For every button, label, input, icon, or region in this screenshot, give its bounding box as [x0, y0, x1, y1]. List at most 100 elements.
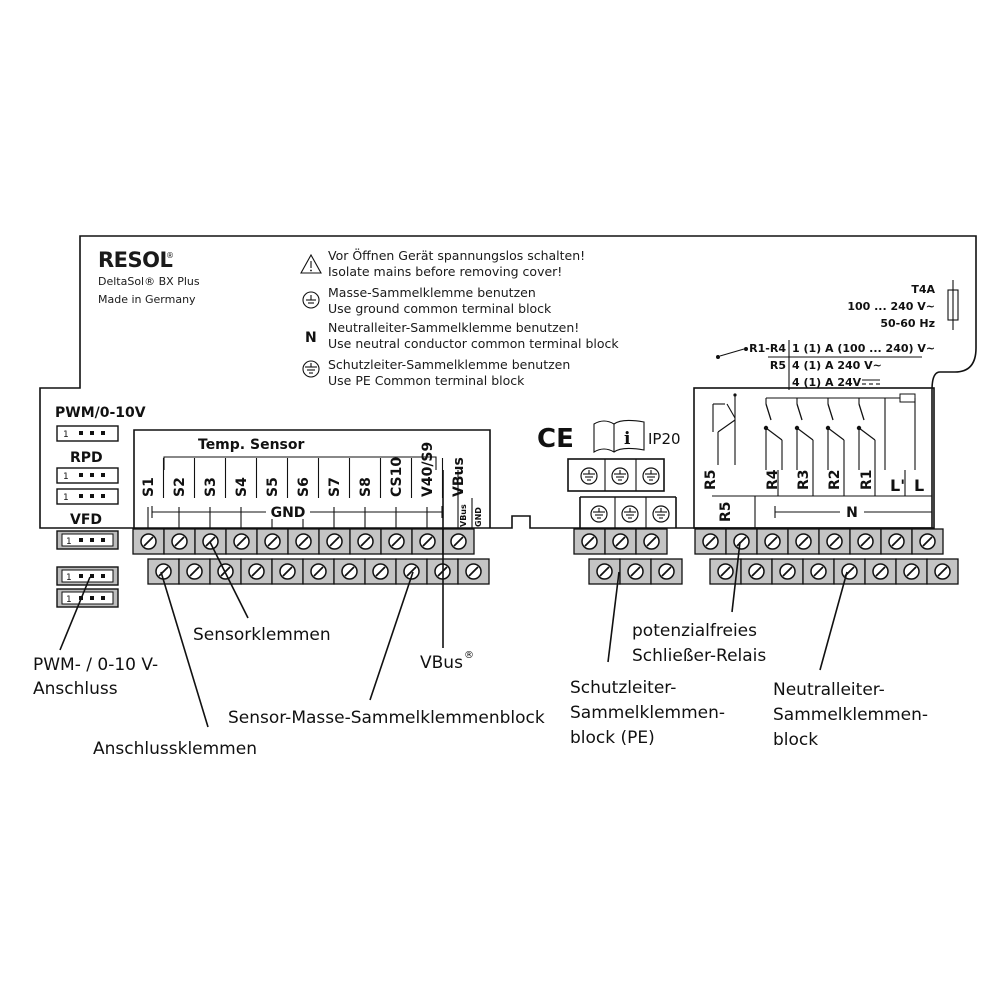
pe-top-icons — [580, 459, 660, 491]
relay-terminal-top-1[interactable] — [694, 528, 727, 555]
relay-label-l-prime: L' — [890, 476, 905, 495]
callout-vbus-mark: ® — [464, 650, 474, 661]
sensor-terminal-bottom-2[interactable] — [178, 558, 211, 585]
relay-terminal-top-8[interactable] — [911, 528, 944, 555]
relay-terminal-bottom-8[interactable] — [926, 558, 959, 585]
notice-4-line2: Use PE Common terminal block — [328, 373, 525, 388]
relay-terminal-bottom-7[interactable] — [895, 558, 928, 585]
sensor-terminal-top-6[interactable] — [287, 528, 320, 555]
relay-terminal-bottom-5[interactable] — [833, 558, 866, 585]
sensor-label-s3: S3 — [203, 477, 219, 497]
relay-terminal-top-3[interactable] — [756, 528, 789, 555]
pwm-connector-2[interactable]: 1 — [56, 588, 119, 608]
relay-contact-3 — [825, 403, 845, 470]
sensor-label-s4: S4 — [234, 477, 250, 497]
sensor-terminal-bottom-6[interactable] — [302, 558, 335, 585]
sensor-terminal-bottom-11[interactable] — [457, 558, 490, 585]
relay-terminal-top-5[interactable] — [818, 528, 851, 555]
relay-terminal-bottom-6[interactable] — [864, 558, 897, 585]
pe-terminal-top-2[interactable] — [604, 528, 637, 555]
pe-terminal-bottom-3[interactable] — [650, 558, 683, 585]
sensor-terminal-top-5[interactable] — [256, 528, 289, 555]
callout-pe-line1: Schutzleiter- — [570, 678, 676, 698]
relay-spec-1-value: 1 (1) A (100 ... 240) V~ — [792, 342, 935, 355]
sensor-terminal-top-1[interactable] — [132, 528, 165, 555]
relay-contact-4 — [856, 403, 876, 470]
svg-text:i: i — [624, 429, 631, 449]
relay-spec-2-label: R5 — [770, 359, 786, 372]
sensor-terminal-top-8[interactable] — [349, 528, 382, 555]
brand-logo: RESOL — [98, 248, 172, 272]
rpd-port-1[interactable]: 1 — [56, 467, 119, 484]
sensor-terminal-bottom-8[interactable] — [364, 558, 397, 585]
sensor-terminal-top-9[interactable] — [380, 528, 413, 555]
notice-3-line2: Use neutral conductor common terminal bl… — [328, 336, 619, 351]
sensor-block-frame — [133, 429, 491, 528]
sensor-label-s2: S2 — [172, 477, 188, 497]
relay-terminal-bottom-2[interactable] — [740, 558, 773, 585]
svg-text:1: 1 — [63, 430, 69, 440]
sensor-terminal-top-11[interactable] — [442, 528, 475, 555]
sensor-terminal-top-10[interactable] — [411, 528, 444, 555]
sensor-label-v40s9: V40/S9 — [420, 442, 436, 497]
sensor-terminal-bottom-7[interactable] — [333, 558, 366, 585]
relay-switch-icon — [716, 347, 748, 359]
relay-terminal-row-bottom — [709, 558, 959, 585]
svg-text:1: 1 — [66, 573, 72, 583]
sensor-terminal-top-3[interactable] — [194, 528, 227, 555]
relay-terminal-top-4[interactable] — [787, 528, 820, 555]
pwm-port-label: PWM/0-10V — [55, 405, 146, 421]
callout-relay-line2: Schließer-Relais — [632, 646, 766, 666]
relay-r5-lower-label: R5 — [718, 501, 734, 522]
pe-block — [567, 458, 677, 528]
brand-registered-mark: ® — [166, 251, 174, 260]
vfd-port[interactable]: 1 — [56, 530, 119, 550]
dc-symbol-icon — [862, 379, 880, 385]
pe-terminal-row-bottom — [588, 558, 683, 585]
sensor-terminal-bottom-5[interactable] — [271, 558, 304, 585]
relay-terminal-top-2[interactable] — [725, 528, 758, 555]
earth-icon-bottom-1 — [590, 505, 608, 523]
notice-1-line1: Vor Öffnen Gerät spannungslos schalten! — [328, 247, 585, 263]
relay-schematic — [712, 393, 916, 470]
fuse-voltage: 100 ... 240 V~ — [847, 300, 935, 313]
warning-triangle-icon — [300, 253, 322, 274]
relay-label-l: L — [914, 476, 924, 495]
gnd-small-label: GND — [474, 507, 483, 527]
callout-vbus: VBus — [420, 653, 463, 673]
vfd-port-label: VFD — [70, 512, 102, 528]
pe-terminal-bottom-2[interactable] — [619, 558, 652, 585]
made-in-label: Made in Germany — [98, 293, 196, 306]
callout-sensor: Sensorklemmen — [193, 625, 331, 645]
sensor-terminal-top-4[interactable] — [225, 528, 258, 555]
sensor-label-s7: S7 — [327, 477, 343, 497]
pwm-port[interactable]: 1 — [56, 425, 119, 442]
vbus-small-label: VBus — [459, 504, 468, 527]
relay-terminal-bottom-4[interactable] — [802, 558, 835, 585]
relay-terminal-bottom-3[interactable] — [771, 558, 804, 585]
callout-neutral-line1: Neutralleiter- — [773, 680, 885, 700]
relay-spec-3-value: 4 (1) A 24V — [792, 376, 862, 389]
rpd-port-2[interactable]: 1 — [56, 488, 119, 505]
sensor-terminal-bottom-4[interactable] — [240, 558, 273, 585]
sensor-terminal-bottom-9[interactable] — [395, 558, 428, 585]
sensor-terminal-top-7[interactable] — [318, 528, 351, 555]
sensor-terminal-top-2[interactable] — [163, 528, 196, 555]
notice-4-line1: Schutzleiter-Sammelklemme benutzen — [328, 357, 570, 372]
pe-terminal-top-3[interactable] — [635, 528, 668, 555]
protective-earth-icon — [302, 360, 320, 378]
relay-terminal-top-7[interactable] — [880, 528, 913, 555]
earth-icon-top-3 — [642, 467, 660, 485]
relay-spec-2-value: 4 (1) A 240 V~ — [792, 359, 882, 372]
pe-terminal-top-1[interactable] — [573, 528, 606, 555]
model-name: DeltaSol® BX Plus — [98, 275, 200, 288]
ip-rating: IP20 — [648, 430, 681, 448]
pe-terminal-bottom-1[interactable] — [588, 558, 621, 585]
svg-text:1: 1 — [63, 472, 69, 482]
pe-bottom-icons — [590, 497, 670, 528]
earth-icon-top-2 — [611, 467, 629, 485]
neutral-label: N — [846, 505, 858, 521]
relay-terminal-top-6[interactable] — [849, 528, 882, 555]
